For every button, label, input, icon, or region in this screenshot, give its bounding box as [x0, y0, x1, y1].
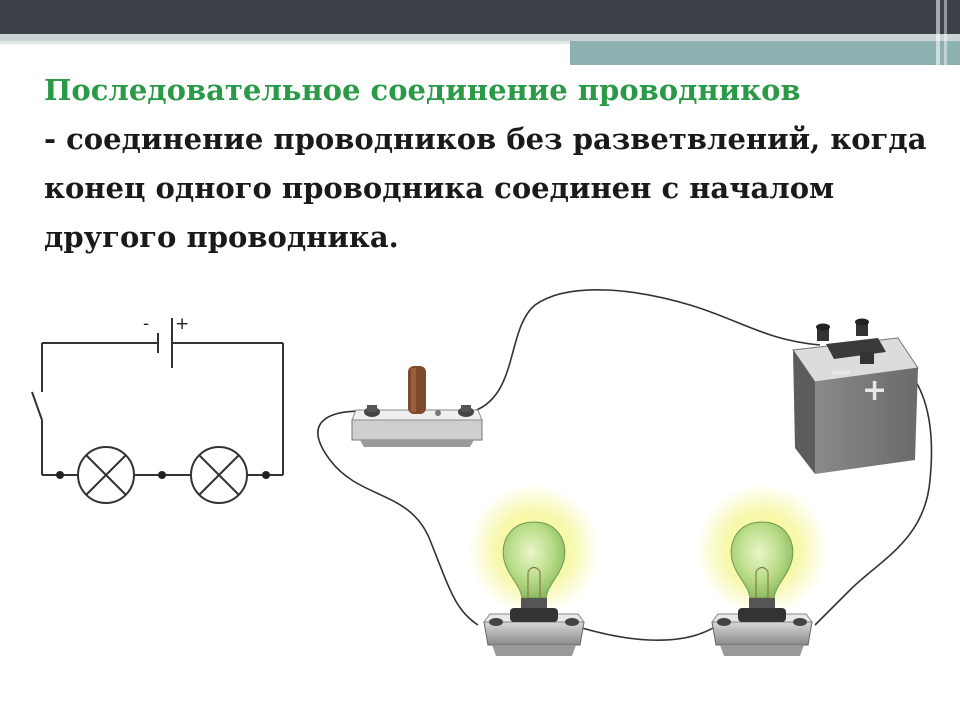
battery-icon: − +	[792, 318, 919, 474]
slide-heading: Последовательное соединение проводников	[44, 73, 801, 107]
light-bulb-icon	[468, 484, 600, 656]
battery-plus-label: +	[862, 373, 887, 408]
schematic-plus-label: +	[175, 314, 189, 334]
schematic-nodes	[56, 471, 270, 479]
switch-icon	[351, 366, 483, 447]
battery-minus-label: −	[828, 355, 853, 390]
light-bulb-icon	[696, 484, 828, 656]
lamp-symbol-icon	[190, 446, 248, 504]
circuit-schematic	[31, 318, 284, 504]
lamp-symbol-icon	[77, 446, 135, 504]
definition-text: - соединение проводников без разветвлени…	[44, 122, 927, 254]
circuit-wires	[317, 289, 933, 641]
title-block: Последовательное соединение проводников …	[44, 66, 944, 262]
schematic-minus-label: -	[143, 314, 149, 334]
switch-icon	[31, 391, 43, 421]
header-bar	[0, 0, 960, 66]
